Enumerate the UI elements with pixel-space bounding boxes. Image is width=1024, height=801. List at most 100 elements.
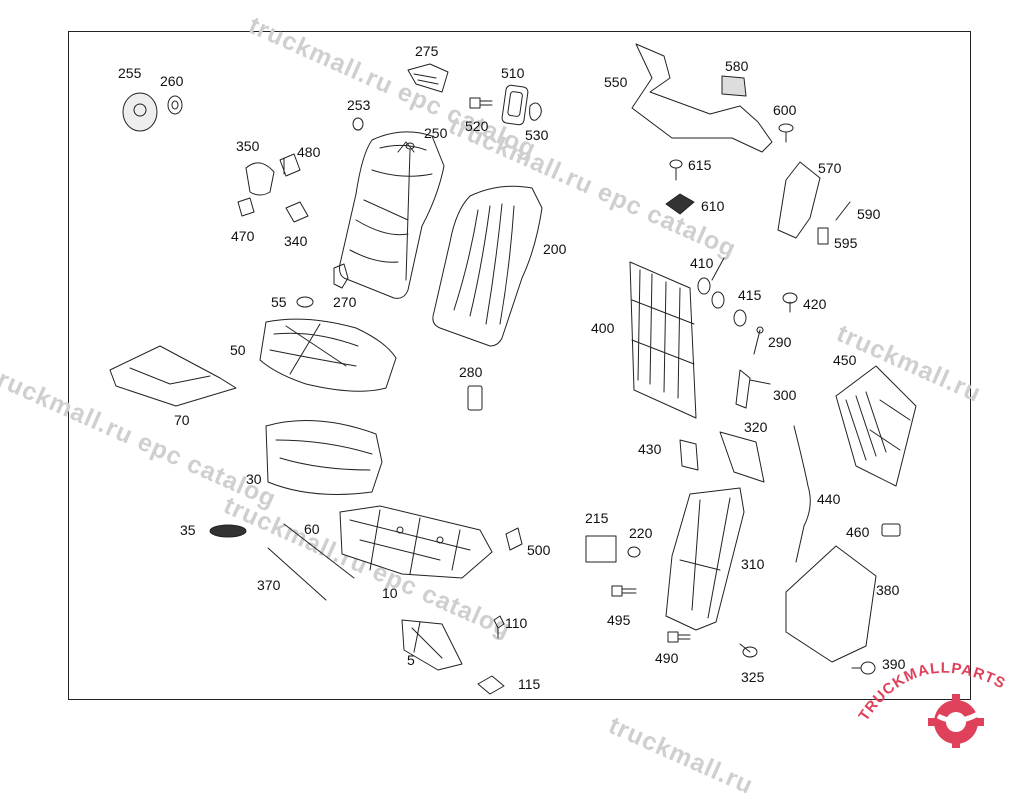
- part-label-30: 30: [246, 471, 262, 487]
- part-label-420: 420: [803, 296, 827, 312]
- part-label-410: 410: [690, 255, 714, 271]
- part-290: [753, 326, 764, 355]
- part-label-390: 390: [882, 656, 906, 672]
- part-400: [629, 261, 697, 419]
- part-label-325: 325: [741, 669, 765, 685]
- part-label-200: 200: [543, 241, 567, 257]
- part-label-280: 280: [459, 364, 483, 380]
- part-label-290: 290: [768, 334, 792, 350]
- part-460: [881, 523, 901, 537]
- part-label-60: 60: [304, 521, 320, 537]
- part-label-275: 275: [415, 43, 439, 59]
- part-255: [122, 92, 158, 132]
- part-410: [697, 257, 725, 295]
- part-530: [529, 102, 542, 121]
- part-480: [279, 153, 301, 177]
- part-415: [711, 291, 747, 327]
- part-label-255: 255: [118, 65, 142, 81]
- part-280: [467, 385, 483, 411]
- part-260: [167, 95, 183, 115]
- part-label-400: 400: [591, 320, 615, 336]
- part-label-470: 470: [231, 228, 255, 244]
- part-10: [339, 505, 493, 579]
- part-600: [778, 123, 794, 143]
- part-270: [333, 263, 349, 289]
- part-615: [669, 159, 683, 181]
- part-590: [835, 201, 851, 221]
- part-420: [782, 292, 798, 313]
- part-label-600: 600: [773, 102, 797, 118]
- diagram-frame: [68, 31, 971, 700]
- svg-text:TRUCKMALLPARTS: TRUCKMALLPARTS: [858, 660, 1008, 724]
- part-200: [432, 185, 543, 347]
- part-595: [817, 227, 829, 245]
- part-390: [851, 661, 876, 675]
- part-label-440: 440: [817, 491, 841, 507]
- part-label-580: 580: [725, 58, 749, 74]
- part-label-595: 595: [834, 235, 858, 251]
- part-50: [259, 318, 397, 392]
- part-570: [777, 161, 821, 239]
- part-500: [505, 527, 523, 551]
- part-220: [627, 546, 641, 558]
- part-label-590: 590: [857, 206, 881, 222]
- part-label-490: 490: [655, 650, 679, 666]
- logo-text: TRUCKMALLPARTS: [855, 660, 1007, 724]
- part-35: [209, 524, 247, 538]
- part-label-430: 430: [638, 441, 662, 457]
- part-510: [501, 84, 529, 126]
- part-520: [469, 97, 493, 109]
- part-label-10: 10: [382, 585, 398, 601]
- part-label-115: 115: [518, 676, 541, 692]
- part-495: [611, 585, 637, 597]
- part-300: [735, 369, 771, 409]
- part-55: [296, 296, 314, 308]
- part-430: [679, 439, 699, 471]
- part-label-550: 550: [604, 74, 628, 90]
- part-label-310: 310: [741, 556, 765, 572]
- gear-logo-icon: TRUCKMALLPARTS: [855, 660, 1008, 750]
- part-250: [339, 131, 445, 299]
- part-label-50: 50: [230, 342, 246, 358]
- part-label-450: 450: [833, 352, 857, 368]
- part-label-253: 253: [347, 97, 371, 113]
- part-label-250: 250: [424, 125, 448, 141]
- part-450: [835, 365, 917, 487]
- part-325: [739, 643, 758, 658]
- part-label-415: 415: [738, 287, 762, 303]
- part-label-350: 350: [236, 138, 260, 154]
- part-label-520: 520: [465, 118, 489, 134]
- part-320: [719, 431, 765, 483]
- part-340: [285, 201, 309, 223]
- part-253: [352, 117, 364, 131]
- part-30: [265, 420, 383, 495]
- part-380: [785, 545, 877, 663]
- part-label-35: 35: [180, 522, 196, 538]
- part-label-5: 5: [407, 652, 415, 668]
- part-60: [283, 523, 355, 579]
- part-label-55: 55: [271, 294, 287, 310]
- part-label-460: 460: [846, 524, 870, 540]
- part-label-260: 260: [160, 73, 184, 89]
- part-275: [407, 63, 449, 93]
- part-550: [631, 43, 773, 153]
- part-label-340: 340: [284, 233, 308, 249]
- part-label-500: 500: [527, 542, 551, 558]
- parts-drawing: [109, 43, 917, 695]
- part-label-320: 320: [744, 419, 768, 435]
- part-label-370: 370: [257, 577, 281, 593]
- part-label-110: 110: [505, 615, 528, 631]
- part-610: [665, 193, 695, 215]
- part-label-615: 615: [688, 157, 712, 173]
- part-label-530: 530: [525, 127, 549, 143]
- part-5: [401, 619, 463, 671]
- part-label-70: 70: [174, 412, 190, 428]
- part-label-220: 220: [629, 525, 653, 541]
- part-440: [793, 425, 811, 563]
- part-110: [493, 615, 505, 639]
- part-label-300: 300: [773, 387, 797, 403]
- brand-logo: TRUCKMALLPARTS: [855, 652, 1018, 750]
- part-label-380: 380: [876, 582, 900, 598]
- part-490: [667, 631, 691, 643]
- part-label-570: 570: [818, 160, 842, 176]
